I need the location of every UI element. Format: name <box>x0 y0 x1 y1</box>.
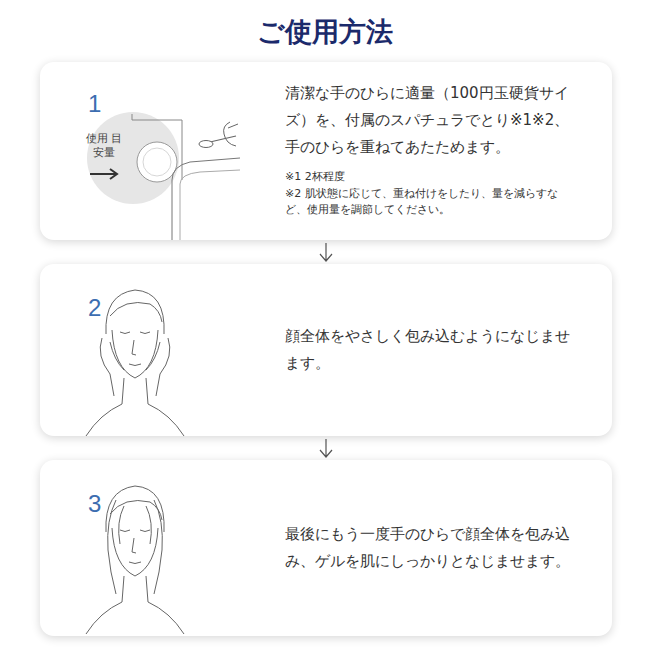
page-title: ご使用方法 <box>0 14 650 50</box>
footnote: ※2 肌状態に応じて、重ね付けをしたり、量を減らすなど、使用量を調節してください… <box>285 186 577 219</box>
step-instruction: 最後にもう一度手のひらで顔全体を包み込み、ゲルを肌にしっかりとなじませます。 <box>285 521 577 575</box>
step-number: 1 <box>88 92 101 116</box>
step-number: 3 <box>88 492 101 516</box>
step-text: 最後にもう一度手のひらで顔全体を包み込み、ゲルを肌にしっかりとなじませます。 <box>285 521 577 575</box>
flow-arrow <box>320 243 332 261</box>
flow-arrow <box>320 439 332 457</box>
step-card: 3 最後にもう一度手のひらで顔全体を包み込み、ゲルを肌にしっかりとなじませます。 <box>40 460 612 636</box>
step-text: 顔全体をやさしく包み込むようになじませます。 <box>285 323 577 377</box>
step-number: 2 <box>88 296 101 320</box>
step-card: 2 顔全体をやさしく包み込むようになじませます。 <box>40 264 612 436</box>
step-instruction: 顔全体をやさしく包み込むようになじませます。 <box>285 323 577 377</box>
step-text: 清潔な手のひらに適量（100円玉硬貨サイズ）を、付属のスパチュラでとり※1※2、… <box>285 80 577 219</box>
jar-illustration <box>40 62 240 242</box>
face-illustration <box>40 264 240 444</box>
step-instruction: 清潔な手のひらに適量（100円玉硬貨サイズ）を、付属のスパチュラでとり※1※2、… <box>285 80 577 161</box>
face-illustration <box>40 460 240 640</box>
amount-label: 使用 目安量 <box>84 132 124 160</box>
footnote: ※1 2杯程度 <box>285 169 577 186</box>
step-card: 1 清潔な手のひらに適量（100円玉硬貨サイズ）を、付属のスパチュラでとり※1※2… <box>40 62 612 240</box>
